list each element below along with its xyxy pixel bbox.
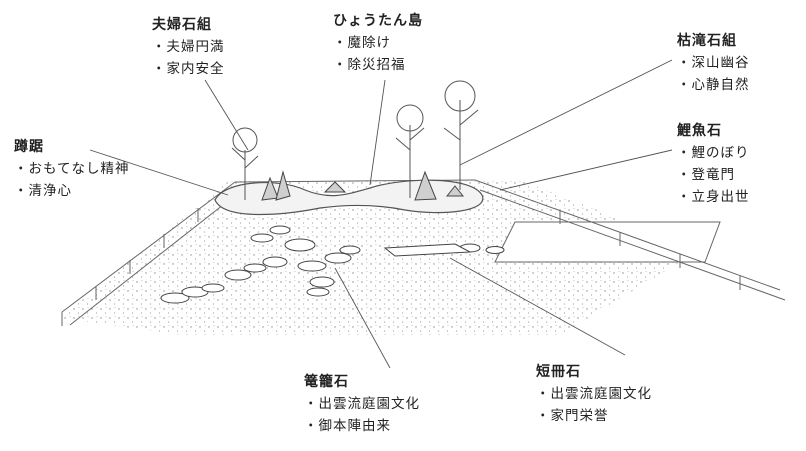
tanzaku-stone — [383, 243, 472, 257]
label-item: ・出雲流庭園文化 — [536, 386, 652, 402]
stepping-stones — [160, 225, 505, 304]
label-tsukubai: 蹲踞 ・おもてなし精神 ・清浄心 — [14, 136, 129, 202]
label-item: ・家内安全 — [152, 61, 225, 77]
label-item: ・出雲流庭園文化 — [304, 396, 420, 412]
label-tanzaku-ishi: 短冊石 ・出雲流庭園文化 ・家門栄誉 — [536, 361, 652, 427]
label-rigyo-seki: 鯉魚石 ・鯉のぼり ・登竜門 ・立身出世 — [677, 120, 750, 208]
label-item: ・立身出世 — [677, 189, 750, 205]
label-item: ・御本陣由来 — [304, 418, 391, 434]
label-title: 蹲踞 — [14, 139, 44, 155]
label-item: ・夫婦円満 — [152, 39, 225, 55]
label-item: ・登竜門 — [677, 167, 735, 183]
label-item: ・おもてなし精神 — [14, 161, 130, 177]
gravel-ground — [60, 180, 700, 335]
rock-group — [261, 170, 465, 201]
label-title: 枯滝石組 — [677, 33, 737, 49]
label-kagoishi: 篭籠石 ・出雲流庭園文化 ・御本陣由来 — [304, 371, 420, 437]
label-hyotan-jima: ひょうたん島 ・魔除け ・除災招福 — [333, 10, 423, 76]
label-item: ・心静自然 — [677, 77, 750, 93]
label-item: ・清浄心 — [14, 183, 72, 199]
label-title: 短冊石 — [536, 364, 581, 380]
label-title: ひょうたん島 — [333, 13, 423, 29]
label-title: 鯉魚石 — [677, 123, 722, 139]
label-item: ・魔除け — [333, 35, 391, 51]
label-karetaki-ishigumi: 枯滝石組 ・深山幽谷 ・心静自然 — [677, 30, 750, 96]
leader-lines — [89, 59, 673, 369]
fence — [61, 179, 786, 326]
label-item: ・家門栄誉 — [536, 408, 609, 424]
label-item: ・鯉のぼり — [677, 145, 750, 161]
label-item: ・除災招福 — [333, 57, 406, 73]
label-title: 篭籠石 — [304, 374, 349, 390]
trees — [231, 80, 479, 200]
label-item: ・深山幽谷 — [677, 55, 750, 71]
label-fufu-ishigumi: 夫婦石組 ・夫婦円満 ・家内安全 — [152, 14, 225, 80]
label-title: 夫婦石組 — [152, 17, 212, 33]
